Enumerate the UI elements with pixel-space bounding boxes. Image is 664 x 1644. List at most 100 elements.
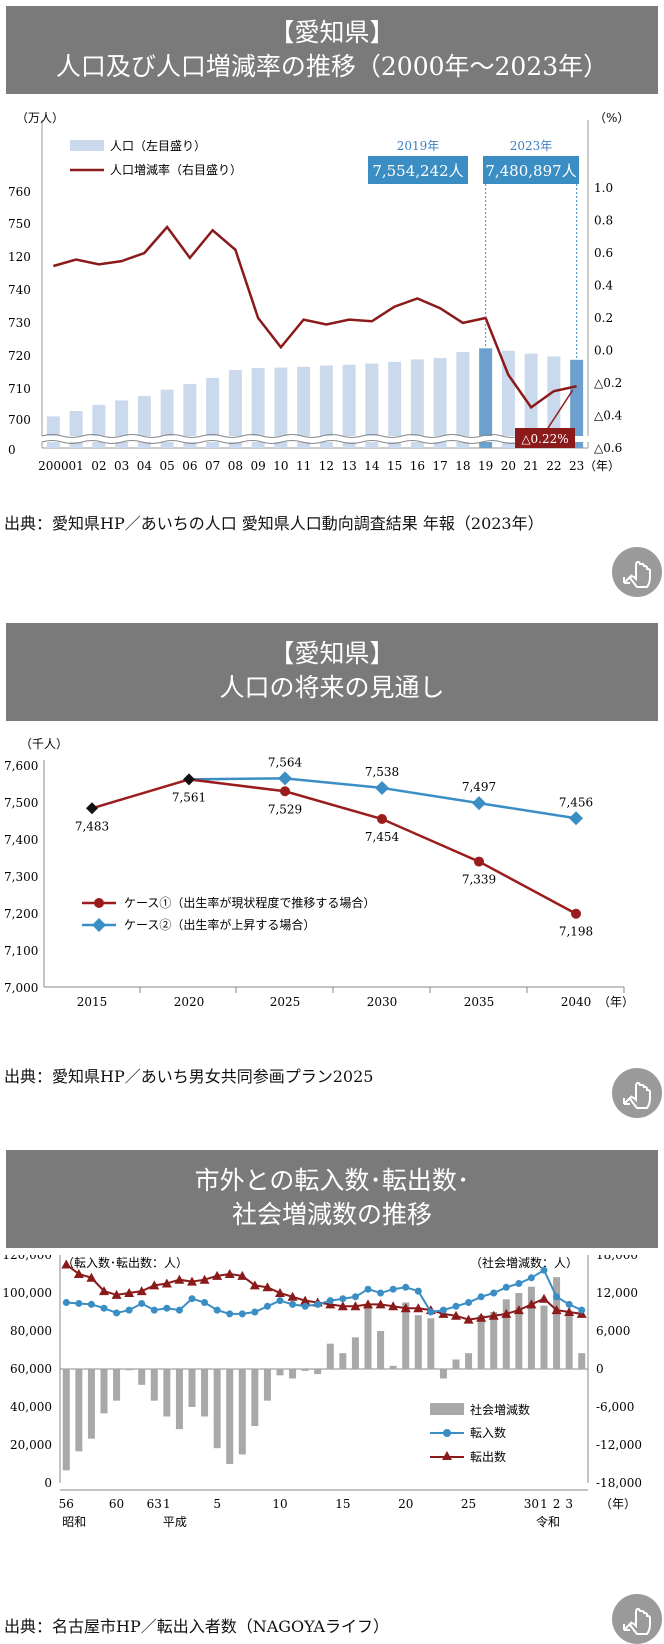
legend-case1-label: ケース①（出生率が現状程度で推移する場合） [124,895,375,910]
inflow-marker [113,1309,121,1317]
case1-marker [571,908,581,919]
left-tick-label: 720 [8,349,31,363]
social-change-bar [75,1369,83,1452]
social-change-bar [289,1369,297,1379]
rate-line [53,225,577,410]
outflow-marker [187,1276,197,1286]
social-change-bar [138,1369,146,1385]
section1-source: 出典：愛知県HP／あいちの人口 愛知県人口動向調査結果 年報（2023年） [4,514,544,533]
x-tick-label: 2040 [561,995,592,1009]
case1-marker [280,786,290,797]
legend-case2-label: ケース②（出生率が上昇する場合） [124,917,315,932]
social-change-bar [113,1369,121,1401]
population-bar [160,389,174,448]
outflow-marker [287,1291,298,1301]
callout-value-label: 7,554,242人 [372,162,463,180]
inflow-marker [188,1295,196,1303]
outflow-marker [513,1305,524,1315]
era-label: 令和 [536,1514,560,1529]
social-change-bar [226,1369,234,1464]
shared-marker [86,802,98,815]
population-bar [274,367,288,448]
social-change-bar [251,1369,259,1426]
right-tick-label: 1.0 [594,181,613,195]
outflow-marker [539,1293,549,1303]
outflow-marker [99,1286,109,1296]
population-bar [479,348,493,448]
left-tick-label: 60,000 [10,1362,52,1376]
year-unit-label: （年） [598,995,634,1009]
right-tick-label: 0.0 [594,344,613,358]
section3-title-line2: 社会増減数の推移 [231,1200,432,1229]
right-unit-label: （社会増減数：人） [470,1255,578,1270]
inflow-marker [75,1299,83,1307]
outflow-marker [86,1272,97,1282]
x-tick-label: 2000 [38,459,69,473]
era-label: 平成 [163,1515,187,1529]
population-bar [319,365,333,448]
inflow-marker [62,1299,70,1306]
outflow-marker [174,1274,185,1284]
x-tick-label: 19 [478,459,493,473]
outflow-marker [73,1269,84,1278]
inflow-marker [326,1297,334,1305]
inflow-marker [502,1283,510,1291]
left-tick-label: 730 [8,316,31,330]
right-tick-label: 18,000 [596,1255,638,1262]
callout-year-label: 2023年 [510,139,553,153]
x-tick-label: 07 [205,459,220,473]
zoom-button[interactable] [612,1068,662,1118]
outflow-marker [451,1310,461,1320]
y-tick-label: 7,300 [4,870,38,884]
inflow-marker [163,1304,171,1312]
outflow-marker [526,1299,537,1309]
callout-box [368,156,468,184]
left-tick-label: 750 [8,217,31,231]
outflow-marker [375,1299,386,1309]
legend-case1-marker [94,898,104,908]
outflow-marker [564,1307,575,1316]
x-tick-label: 18 [455,459,470,473]
zoom-button[interactable] [612,1594,662,1644]
social-change-bar [439,1369,447,1379]
legend-bar-swatch [70,140,104,151]
inflow-marker [439,1306,447,1314]
left-tick-label: 710 [8,382,31,396]
zoom-hand-icon [623,1607,651,1635]
x-tick-label: 2030 [367,995,398,1009]
social-change-bar [452,1359,460,1369]
case2-marker [375,780,389,795]
outflow-marker [413,1303,424,1313]
social-change-bar [515,1293,523,1369]
inflow-marker [201,1299,209,1306]
population-bar [410,359,424,448]
inflow-marker [427,1308,435,1316]
x-tick-label: 15 [335,1497,350,1511]
population-bar [388,361,402,448]
x-tick-label: 08 [228,459,243,473]
axis-break-line [41,440,570,444]
legend-outflow-marker [442,1451,452,1460]
left-tick-label: 740 [8,283,31,297]
left-tick-label: 40,000 [10,1400,52,1414]
inflow-marker [213,1306,221,1314]
social-change-bar [238,1369,246,1455]
outflow-marker [275,1288,285,1297]
right-tick-label: 0.2 [594,311,613,325]
outflow-marker [149,1280,160,1290]
right-tick-label: -6,000 [596,1400,634,1414]
x-tick-label: 01 [68,459,83,473]
population-bar [228,370,242,448]
left-tick-label: 80,000 [10,1324,52,1338]
inflow-marker [150,1306,158,1314]
population-bar [501,350,515,448]
left-tick-label: 0 [8,443,16,457]
zoom-button[interactable] [612,547,662,597]
population-bar [137,395,151,448]
right-tick-label: -18,000 [596,1476,642,1490]
x-tick-label: 2015 [77,995,108,1009]
social-change-bar [263,1369,271,1401]
outflow-marker [212,1270,223,1280]
inflow-marker [465,1299,473,1306]
era-label: 昭和 [62,1515,86,1529]
